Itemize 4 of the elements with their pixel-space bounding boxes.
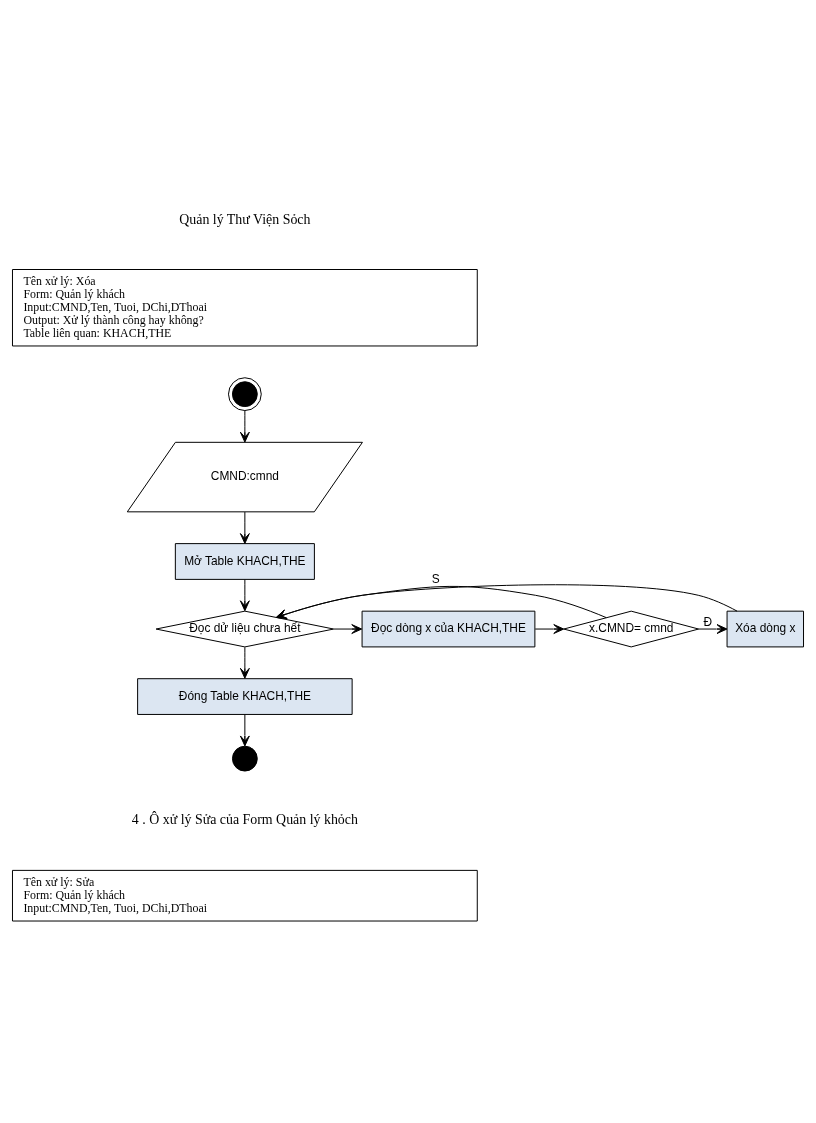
label: Quản lý Thư Viện Sỏch xyxy=(179,211,311,227)
edge-label: S xyxy=(431,572,440,587)
label: 4 . Ô xử lý Sửa của Form Quản lý khỏch xyxy=(131,812,358,828)
edge-label: Đ xyxy=(703,614,713,629)
